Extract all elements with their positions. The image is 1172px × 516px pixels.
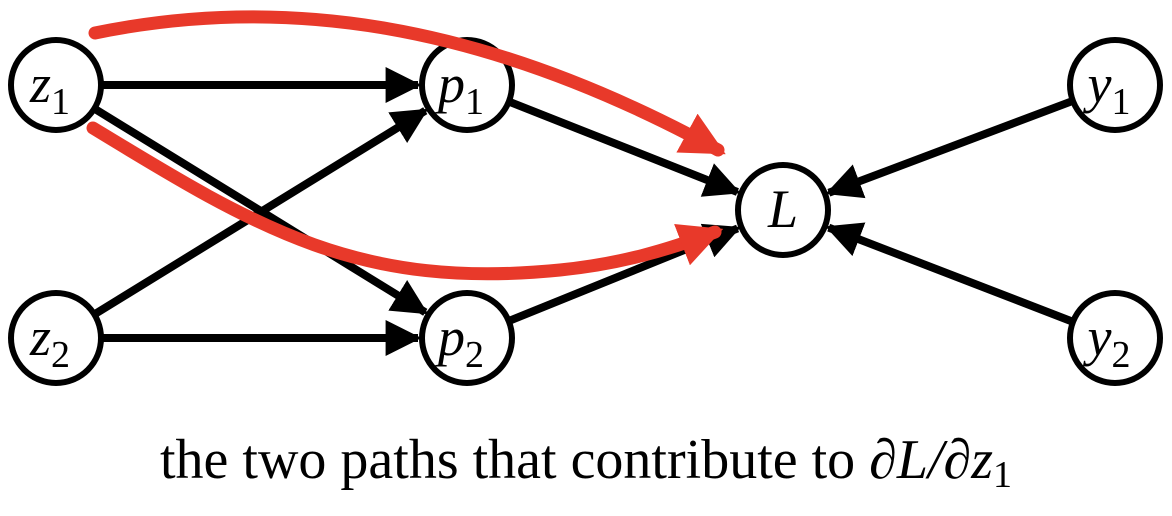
node-p1-letter: p: [434, 54, 465, 114]
node-y2: y2: [1067, 290, 1163, 386]
edges-layer: [93, 67, 1073, 356]
node-z1: z1: [8, 37, 104, 133]
node-z1-letter: z: [29, 54, 51, 114]
node-y1-letter: y: [1083, 54, 1112, 114]
node-z2: z2: [8, 290, 104, 386]
caption: the two paths that contribute to ∂L/∂z1: [160, 429, 1012, 496]
node-L-label: L: [767, 179, 798, 239]
node-z2-subscript: 2: [51, 334, 70, 376]
node-y2-subscript: 2: [1111, 334, 1130, 376]
node-y1-circle: [1067, 37, 1163, 133]
node-p2-circle: [419, 290, 515, 386]
highlight-layer: [86, 10, 726, 281]
edge-y1-to-L: [825, 97, 1073, 199]
node-y2-label: y2: [1083, 307, 1131, 376]
node-y2-circle: [1067, 290, 1163, 386]
node-y1: y1: [1067, 37, 1163, 133]
node-p2-letter: p: [434, 307, 465, 367]
caption-math: ∂L/∂z: [869, 429, 993, 491]
node-z1-circle: [8, 37, 104, 133]
node-y1-label: y1: [1083, 54, 1131, 123]
node-y2-letter: y: [1083, 307, 1112, 367]
edge-p1-to-L: [509, 98, 741, 197]
caption-prefix: the two paths that contribute to: [160, 429, 869, 491]
node-z2-letter: z: [29, 307, 51, 367]
node-z2-label: z2: [29, 307, 70, 376]
edge-z2-to-p1: [93, 107, 429, 317]
node-p2: p2: [419, 290, 515, 386]
node-p2-label: p2: [434, 307, 484, 376]
node-L: L: [735, 162, 831, 258]
node-L-circle: [735, 162, 831, 258]
node-p1-label: p1: [434, 54, 484, 123]
node-z1-label: z1: [29, 54, 70, 123]
node-y1-subscript: 1: [1111, 81, 1130, 123]
node-z2-circle: [8, 290, 104, 386]
node-p2-subscript: 2: [465, 334, 484, 376]
node-z1-subscript: 1: [51, 81, 70, 123]
highlight-path-z1-p2-L: [86, 121, 724, 281]
node-p1-subscript: 1: [465, 81, 484, 123]
node-L-letter: L: [767, 179, 798, 239]
caption-math-subscript: 1: [993, 454, 1012, 496]
highlight-path-z1-p1-L: [88, 10, 726, 157]
edge-y2-to-L: [825, 222, 1073, 325]
